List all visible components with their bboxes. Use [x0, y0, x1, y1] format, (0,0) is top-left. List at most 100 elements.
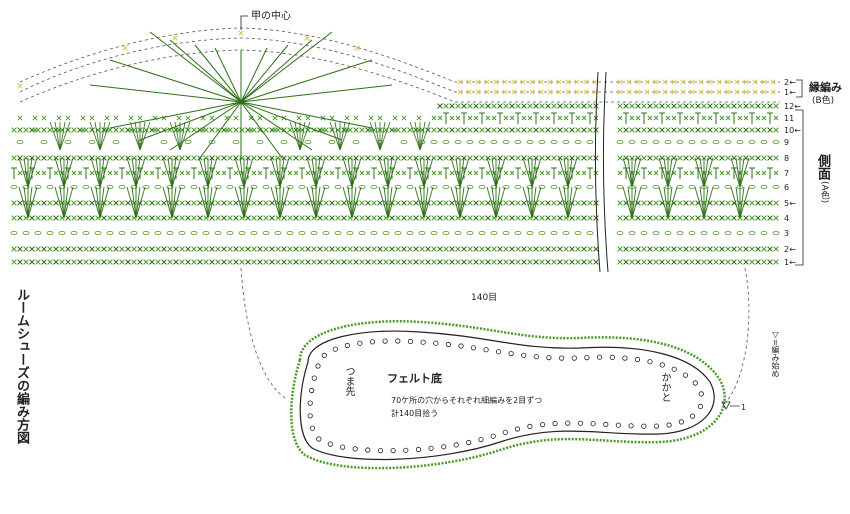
sc-stitch — [529, 79, 535, 85]
fan-stitch-line — [486, 186, 497, 219]
chain-stitch — [130, 230, 138, 235]
sole-hole — [321, 352, 327, 358]
sc-stitch — [539, 259, 545, 265]
sole-hole — [571, 355, 577, 361]
sc-stitch — [587, 103, 593, 109]
sc-stitch — [719, 115, 725, 121]
chain-stitch — [748, 139, 756, 144]
fan-stitch-line — [27, 157, 38, 188]
sc-stitch — [761, 259, 767, 265]
sc-stitch — [191, 200, 197, 206]
dc-stitch — [515, 112, 521, 124]
sc-stitch — [17, 127, 23, 133]
sc-stitch — [677, 259, 683, 265]
sc-stitch — [761, 115, 767, 121]
sc-stitch — [677, 215, 683, 221]
sc-stitch — [383, 259, 389, 265]
sc-stitch — [329, 155, 335, 161]
sc-stitch — [143, 259, 149, 265]
sc-stitch — [665, 246, 671, 252]
sc-stitch — [137, 246, 143, 252]
sc-stitch — [107, 259, 113, 265]
sc-stitch — [647, 200, 653, 206]
fan-stitch-line — [171, 157, 177, 188]
sc-stitch — [179, 200, 185, 206]
fan-stitch-line — [342, 186, 353, 219]
fan-stitch-line — [275, 157, 281, 188]
sc-stitch — [641, 215, 647, 221]
chain-stitch — [208, 139, 216, 144]
dc-stitch — [587, 112, 593, 124]
sc-stitch — [179, 170, 185, 176]
sc-stitch — [47, 127, 53, 133]
fan-stitch-line — [59, 157, 65, 188]
chain-stitch — [748, 184, 756, 189]
sc-stitch — [455, 115, 461, 121]
sc-stitch — [545, 170, 551, 176]
sc-stitch — [725, 246, 731, 252]
sole-hole — [382, 338, 388, 344]
sc-stitch — [449, 170, 455, 176]
sc-stitch — [227, 259, 233, 265]
sc-stitch — [209, 215, 215, 221]
fan-stitch-line — [527, 157, 533, 188]
sc-stitch — [191, 155, 197, 161]
chain-stitch — [298, 230, 306, 235]
sc-stitch — [671, 103, 677, 109]
fan-stitch-line — [378, 186, 389, 219]
sc-stitch — [755, 103, 761, 109]
sc-stitch — [359, 127, 365, 133]
sc-stitch — [575, 200, 581, 206]
fan-stitch-line — [631, 157, 637, 188]
sc-stitch — [677, 246, 683, 252]
sc-stitch — [155, 215, 161, 221]
sc-stitch — [167, 246, 173, 252]
sc-stitch — [320, 127, 326, 133]
sc-stitch — [56, 115, 62, 121]
sc-stitch — [161, 200, 167, 206]
dc-stitch — [551, 167, 557, 179]
fan-stitch-line — [631, 186, 642, 219]
chain-stitch — [712, 230, 720, 235]
sc-stitch — [502, 89, 508, 95]
dc-stitch — [461, 112, 467, 124]
sc-stitch — [149, 155, 155, 161]
sc-stitch — [565, 79, 571, 85]
sc-stitch — [725, 115, 731, 121]
sc-stitch — [491, 103, 497, 109]
chain-stitch — [238, 184, 246, 189]
sc-stitch — [251, 170, 257, 176]
sc-stitch — [407, 246, 413, 252]
sc-stitch — [17, 215, 23, 221]
dc-stitch — [155, 167, 161, 179]
sole-hole — [407, 338, 414, 344]
sc-stitch — [53, 170, 59, 176]
sc-stitch — [113, 215, 119, 221]
sc-stitch — [457, 89, 463, 95]
sc-stitch — [521, 246, 527, 252]
sc-stitch — [683, 155, 689, 161]
sc-stitch — [653, 246, 659, 252]
chain-stitch — [112, 139, 120, 144]
sc-stitch — [83, 200, 89, 206]
chain-stitch — [118, 184, 126, 189]
sc-stitch — [53, 215, 59, 221]
fan-stitch-line — [203, 186, 209, 219]
sc-stitch — [551, 246, 557, 252]
fan-stitch-line — [563, 186, 569, 219]
sc-stitch — [475, 79, 481, 85]
chain-stitch — [370, 184, 378, 189]
sc-stitch — [101, 215, 107, 221]
sc-stitch — [617, 155, 623, 161]
sc-stitch — [443, 155, 449, 161]
sc-stitch — [11, 127, 17, 133]
sc-stitch — [359, 170, 365, 176]
chain-stitch — [502, 230, 510, 235]
sc-stitch — [185, 170, 191, 176]
sc-stitch — [479, 215, 485, 221]
sole-hole — [533, 354, 539, 360]
sc-stitch — [257, 246, 263, 252]
sc-stitch — [731, 215, 737, 221]
sc-stitch — [419, 246, 425, 252]
sc-stitch — [23, 259, 29, 265]
